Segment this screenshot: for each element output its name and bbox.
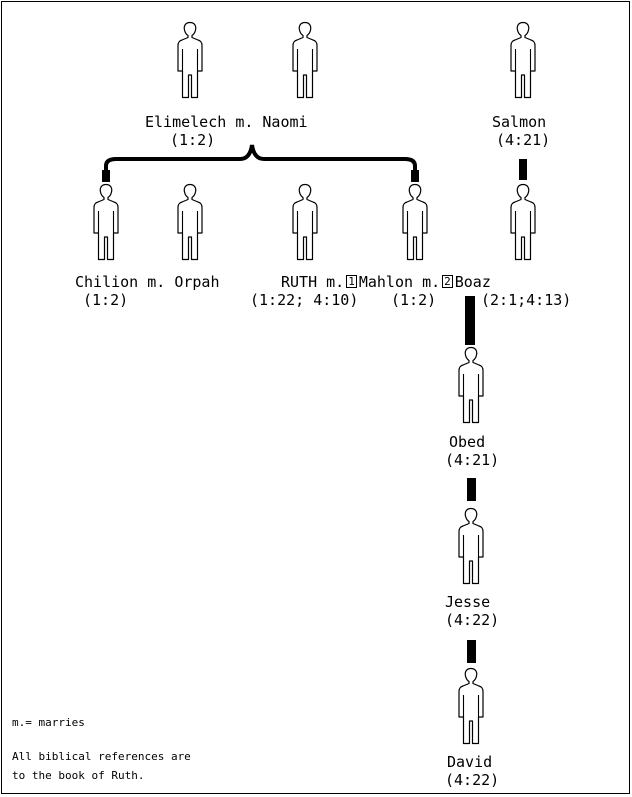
elimelech-person-icon (177, 21, 203, 99)
legend-references-line1: All biblical references are (12, 750, 191, 763)
naomi-name: Naomi (262, 113, 308, 131)
salmon-ref: (4:21) (496, 131, 551, 149)
elimelech-ref: (1:2) (170, 131, 216, 149)
chilion-name: Chilion (75, 273, 139, 291)
chilion-descent-bar (102, 170, 110, 182)
legend-references-line2: to the book of Ruth. (12, 769, 145, 782)
jesse-david-line (467, 640, 476, 663)
marriage-marker: m. (326, 273, 345, 291)
ruth-boaz-obed-line (465, 296, 475, 345)
mahlon-ref: (1:2) (391, 291, 437, 309)
jesse-name: Jesse (445, 593, 491, 611)
marriage-marker: m. (147, 273, 166, 291)
chilion-person-icon (93, 183, 119, 261)
boaz-person-icon (510, 183, 536, 261)
david-ref: (4:22) (445, 771, 500, 789)
salmon-person-icon (510, 21, 536, 99)
mahlon-descent-bar (411, 170, 419, 182)
salmon-boaz-line (519, 159, 527, 180)
elimelech-naomi-children-brace (104, 144, 417, 174)
second-marriage-badge: 2 (442, 275, 453, 288)
jesse-ref: (4:22) (445, 611, 500, 629)
first-marriage-badge: 1 (346, 275, 357, 288)
marriage-marker: m. (422, 273, 441, 291)
boaz-name: Boaz (454, 273, 491, 291)
obed-name: Obed (449, 433, 486, 451)
elimelech-naomi-label: Elimelech m. Naomi (145, 113, 308, 131)
jesse-person-icon (458, 507, 484, 585)
david-name: David (447, 753, 493, 771)
boaz-ref: (2:1;4:13) (481, 291, 572, 309)
chilion-ref: (1:2) (83, 291, 129, 309)
ruth-ref: (1:22; 4:10) (250, 291, 359, 309)
obed-jesse-line (467, 478, 476, 501)
david-person-icon (458, 667, 484, 745)
orpah-name: Orpah (174, 273, 220, 291)
obed-person-icon (458, 346, 484, 424)
legend-marries: m.= marries (12, 716, 85, 729)
ruth-name: RUTH (281, 273, 318, 291)
obed-ref: (4:21) (445, 451, 500, 469)
marriage-marker: m. (235, 113, 254, 131)
chilion-orpah-label: Chilion m. Orpah (75, 273, 220, 291)
elimelech-name: Elimelech (145, 113, 227, 131)
salmon-name: Salmon (492, 113, 547, 131)
mahlon-name: Mahlon (358, 273, 414, 291)
ruth-person-icon (292, 183, 318, 261)
mahlon-person-icon (402, 183, 428, 261)
orpah-person-icon (177, 183, 203, 261)
naomi-person-icon (292, 21, 318, 99)
